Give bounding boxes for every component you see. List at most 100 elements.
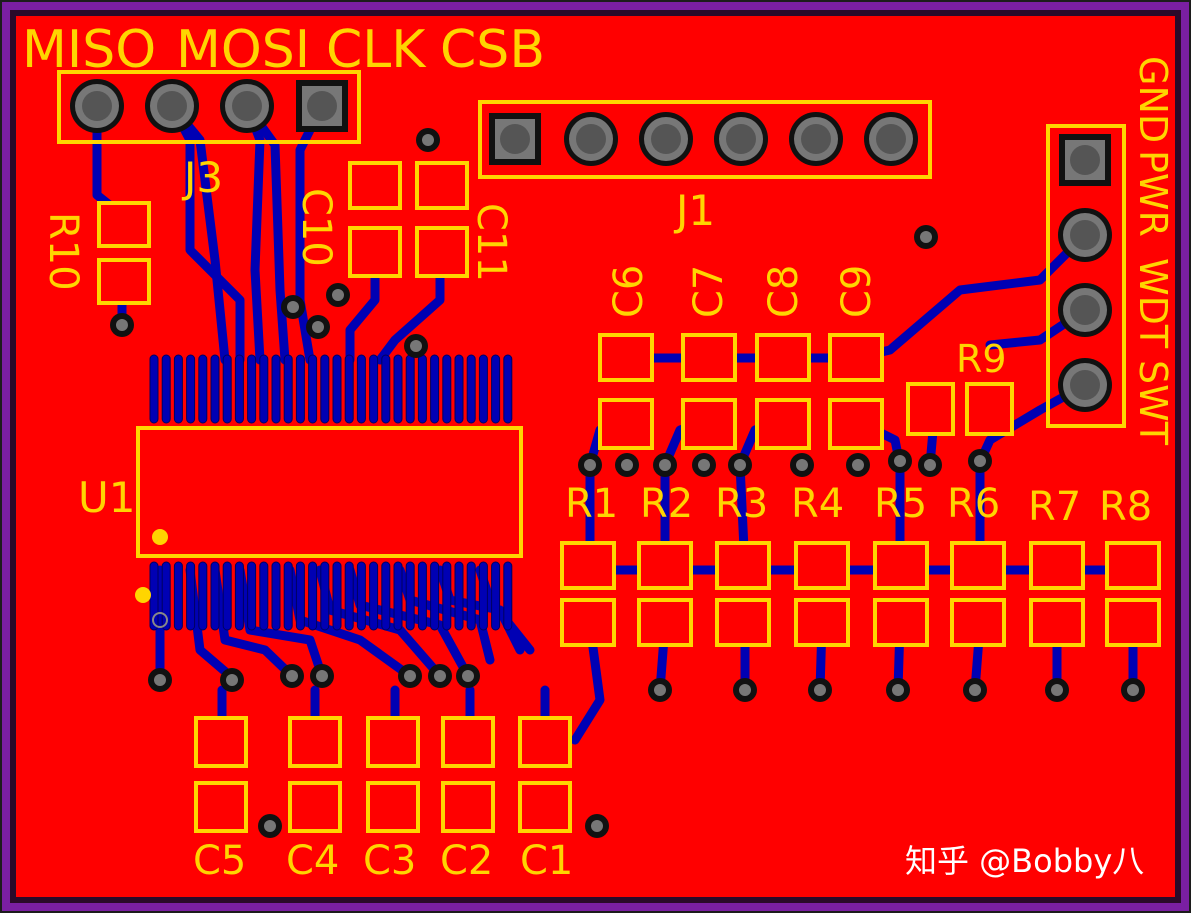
u1-pin-bottom [210, 561, 220, 631]
u1-pin-bottom [283, 561, 293, 631]
r4-pad-1 [794, 541, 850, 590]
c8-pad-1 [755, 333, 811, 382]
label-c10: C10 [293, 188, 339, 267]
c5-pad-2 [194, 781, 248, 833]
c6-pad-2 [598, 398, 654, 450]
u1-pin-top [247, 354, 257, 424]
label-r9: R9 [956, 337, 1007, 381]
r5-pad-1 [873, 541, 929, 590]
u1-pin-bottom [381, 561, 391, 631]
c3-pad-2 [366, 781, 420, 833]
u1-pin-top [503, 354, 513, 424]
u1-pin-top [186, 354, 196, 424]
label-c11: C11 [468, 203, 514, 282]
u1-pin-top [283, 354, 293, 424]
label-r6: R6 [947, 481, 1000, 527]
label-r3: R3 [715, 481, 768, 527]
u1-pins-bottom [149, 561, 513, 631]
u1-pin-top [381, 354, 391, 424]
label-r10: R10 [40, 212, 86, 291]
r5-pad-2 [873, 598, 929, 647]
u1-pin-bottom [222, 561, 232, 631]
label-swt: SWT [1131, 360, 1175, 446]
label-c9: C9 [834, 265, 880, 318]
watermark: 知乎 @Bobby八 [905, 842, 1144, 880]
r3-pad-1 [715, 541, 771, 590]
label-c4: C4 [286, 838, 339, 884]
u1-pin-bottom [491, 561, 501, 631]
u1-pin-top [320, 354, 330, 424]
u1-pin-bottom [320, 561, 330, 631]
u1-pin-top [478, 354, 488, 424]
u1-pin-top [259, 354, 269, 424]
u1-pin-bottom [308, 561, 318, 631]
j3-outline [57, 70, 361, 144]
label-c5: C5 [193, 838, 246, 884]
u1-pin-top [308, 354, 318, 424]
u1-pin-top [222, 354, 232, 424]
u1-pin-top [430, 354, 440, 424]
u1-pin-bottom [442, 561, 452, 631]
u1-pin-bottom [247, 561, 257, 631]
c2-pad-1 [441, 716, 495, 768]
c7-pad-2 [681, 398, 737, 450]
u1-pin-bottom [198, 561, 208, 631]
j1-pads [489, 112, 918, 166]
u1-pin-top [173, 354, 183, 424]
u1-pin-bottom [356, 561, 366, 631]
c10-pad-1 [348, 161, 402, 210]
u1-pin-bottom [417, 561, 427, 631]
u1-pin-top [417, 354, 427, 424]
c11-pad-1 [415, 161, 469, 210]
c11-pad-2 [415, 226, 469, 278]
u1-pin-top [369, 354, 379, 424]
c5-pad-1 [194, 716, 248, 768]
c8-pad-2 [755, 398, 811, 450]
u1-pin-bottom [161, 561, 171, 631]
r8-pad-1 [1105, 541, 1161, 590]
j2-outline [1046, 124, 1126, 428]
c10-pad-2 [348, 226, 402, 278]
r3-pad-2 [715, 598, 771, 647]
components [97, 161, 1161, 833]
label-c1: C1 [520, 838, 573, 884]
u1-pin-bottom [173, 561, 183, 631]
r2-pad-1 [637, 541, 693, 590]
u1-pin-bottom [454, 561, 464, 631]
label-r8: R8 [1099, 484, 1152, 530]
r7-pad-2 [1029, 598, 1085, 647]
label-c3: C3 [363, 838, 416, 884]
c4-pad-2 [288, 781, 342, 833]
u1-pin-top [405, 354, 415, 424]
r8-pad-2 [1105, 598, 1161, 647]
u1-pin-bottom [186, 561, 196, 631]
j2-pads [1058, 134, 1112, 412]
u1-pin-bottom [271, 561, 281, 631]
r4-pad-2 [794, 598, 850, 647]
label-r4: R4 [791, 481, 844, 527]
u1-pin-top [442, 354, 452, 424]
u1-pin-top [454, 354, 464, 424]
u1-pin-top [271, 354, 281, 424]
r9-pad-2 [965, 382, 1014, 436]
r6-pad-1 [950, 541, 1006, 590]
u1-pin-top [332, 354, 342, 424]
r1-pad-2 [560, 598, 616, 647]
label-pwr: PWR [1131, 150, 1175, 237]
u1-pin-top [161, 354, 171, 424]
r7-pad-1 [1029, 541, 1085, 590]
via-u1-mark [152, 612, 168, 628]
u1-pin-bottom [393, 561, 403, 631]
u1-pin-top [210, 354, 220, 424]
u1-pin-bottom [295, 561, 305, 631]
label-csb: CSB [440, 20, 545, 80]
u1-pins-top [149, 354, 513, 424]
label-gnd: GND [1131, 56, 1175, 143]
r1-pad-1 [560, 541, 616, 590]
c6-pad-1 [598, 333, 654, 382]
label-clk: CLK [326, 20, 427, 80]
r10-pad-1 [97, 201, 151, 248]
j3-pads [70, 79, 348, 133]
c9-pad-2 [828, 398, 884, 450]
